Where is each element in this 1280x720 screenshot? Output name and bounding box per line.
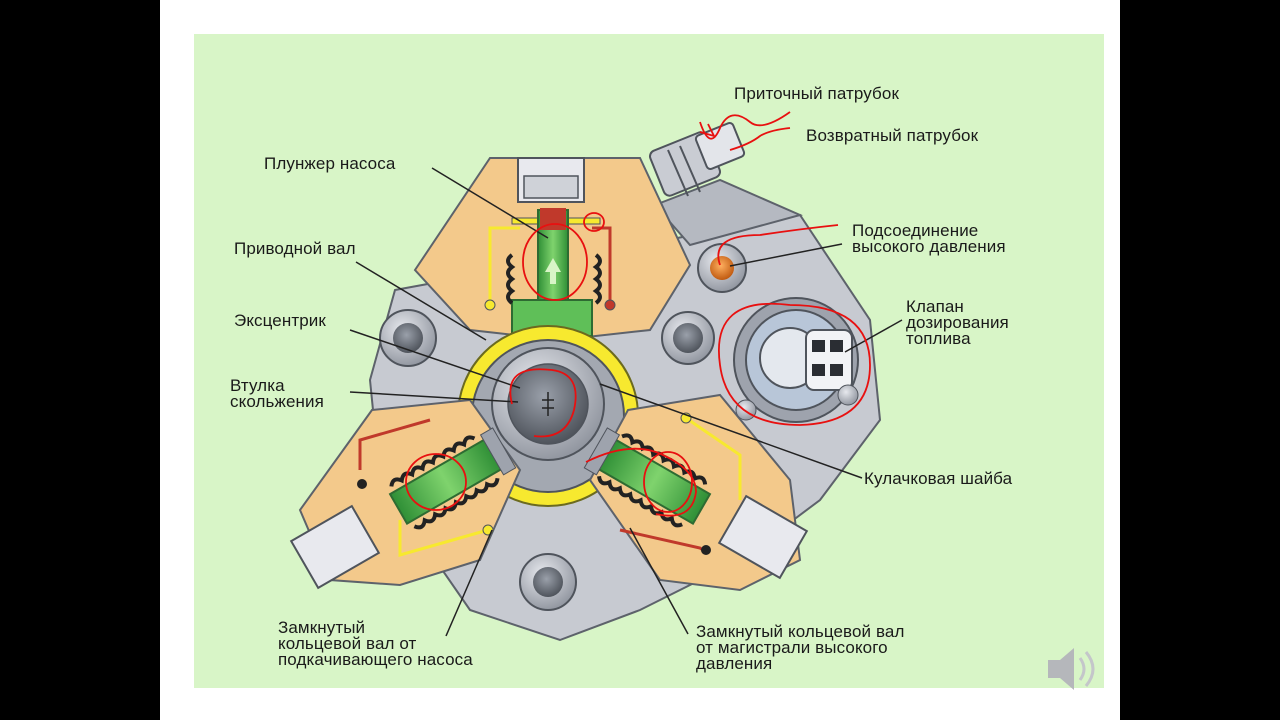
red-annotations <box>405 111 871 517</box>
label-cam-washer: Кулачковая шайба <box>864 469 1013 488</box>
label-hp-connection: Подсоединение высокого давления <box>852 221 1006 256</box>
label-return: Возвратный патрубок <box>806 126 979 145</box>
mounting-bolts <box>379 309 715 611</box>
right-pump-element <box>583 393 809 592</box>
leader-lines <box>349 167 903 637</box>
speaker-icon[interactable] <box>1048 648 1095 690</box>
label-metering-valve: Клапан дозирования топлива <box>906 297 1009 348</box>
top-pump-element <box>413 157 692 342</box>
label-eccentric: Эксцентрик <box>234 311 326 330</box>
metering-valve <box>733 297 859 423</box>
label-ring-high: Замкнутый кольцевой вал от магистрали вы… <box>696 622 905 673</box>
high-pressure-port <box>697 243 747 293</box>
label-plunger: Плунжер насоса <box>264 154 396 173</box>
label-drive-shaft: Приводной вал <box>234 239 356 258</box>
label-ring-low: Замкнутый кольцевой вал от подкачивающег… <box>278 618 473 669</box>
label-inlet: Приточный патрубок <box>734 84 899 103</box>
label-bushing: Втулка скольжения <box>230 376 324 411</box>
left-pump-element <box>289 398 522 590</box>
inlet-fitting <box>649 122 746 197</box>
